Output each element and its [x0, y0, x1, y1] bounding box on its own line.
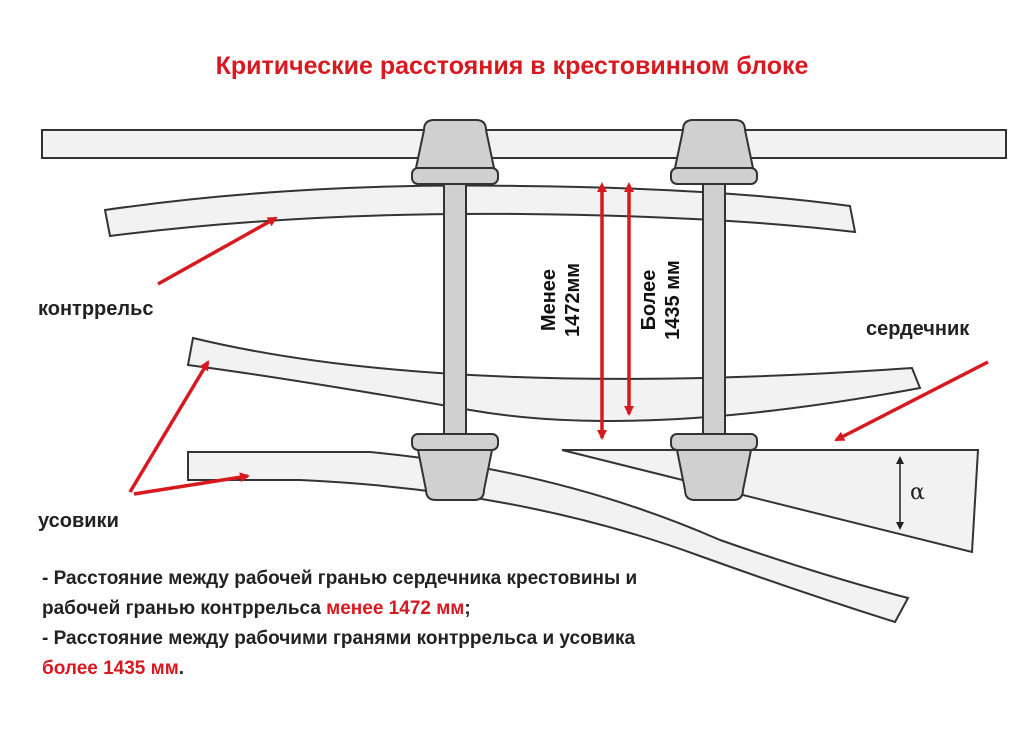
note-2-text: - Расстояние между рабочими гранями конт…: [42, 628, 636, 649]
dimension-less-line1: Менее: [538, 268, 560, 332]
dimension-less-line2: 1472мм: [562, 262, 584, 338]
bolt-assembly-left: [411, 119, 499, 501]
pointer-arrow-core: [834, 360, 989, 442]
note-2-end: .: [178, 658, 185, 679]
wing-rails-label: усовики: [38, 510, 119, 532]
frog-core-label: сердечник: [866, 318, 970, 340]
diagram-title: Критические расстояния в крестовинном бл…: [215, 52, 809, 80]
notes: - Расстояние между рабочей гранью сердеч…: [42, 564, 682, 684]
bolt-assembly-right: [670, 119, 758, 501]
pointer-arrow-guard-rail: [157, 216, 278, 286]
dimension-more-line1: Более: [638, 269, 660, 331]
note-1-end: ;: [464, 598, 471, 619]
pointer-arrow-wing-upper: [128, 360, 210, 493]
guard-rail: [103, 184, 857, 238]
note-1-text: - Расстояние между рабочей гранью сердеч…: [42, 568, 638, 619]
note-2-highlight: более 1435 мм: [42, 658, 179, 679]
guard-rail-label: контррельс: [38, 298, 154, 320]
note-1: - Расстояние между рабочей гранью сердеч…: [42, 564, 682, 624]
note-1-highlight: менее 1472 мм: [326, 598, 465, 619]
lower-wing-rail: [187, 451, 910, 624]
note-2: - Расстояние между рабочими гранями конт…: [42, 624, 682, 684]
pointer-arrow-wing-lower: [133, 472, 250, 496]
dimension-more-line2: 1435 мм: [662, 260, 684, 340]
angle-label: α: [910, 480, 925, 505]
dimension-label-less: Менее 1472мм: [537, 225, 585, 375]
top-rail: [41, 129, 1007, 159]
frog-core: [561, 449, 980, 554]
dimension-label-more: Более 1435 мм: [637, 225, 685, 375]
